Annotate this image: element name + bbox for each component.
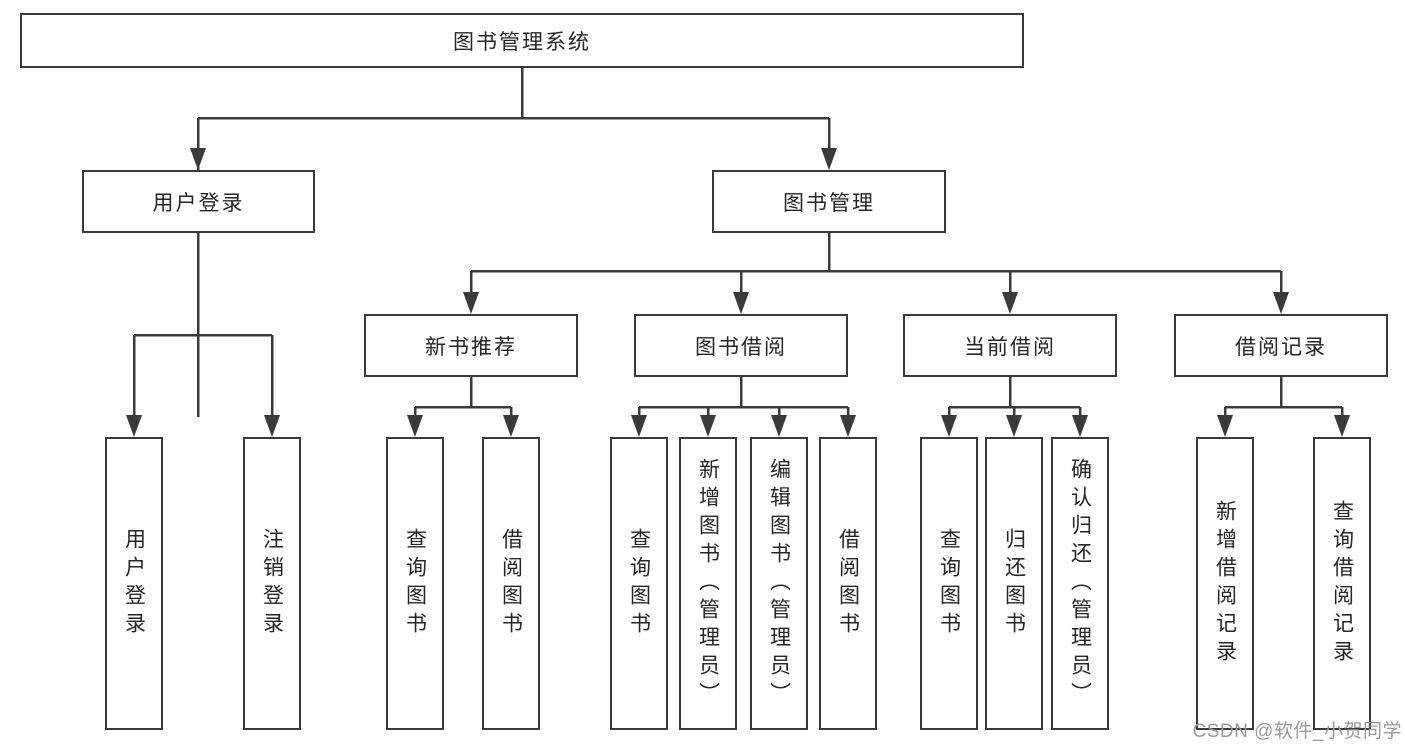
node-book-borrow-label: 图书借阅 (695, 335, 787, 359)
leaf-add-borrow-record: 新增借阅记录 (1196, 437, 1254, 730)
leaf-return-book: 归还图书 (985, 437, 1043, 730)
arrowhead (700, 415, 716, 437)
leaf-confirm-return-admin: 确认归还（管理员） (1051, 437, 1109, 730)
leaf-query-books-current: 查询图书 (920, 437, 978, 730)
arrowhead (126, 415, 142, 437)
arrowhead (1006, 415, 1022, 437)
node-book-mgmt: 图书管理 (712, 170, 946, 233)
connector-root-to-level2 (196, 68, 831, 417)
node-user-login-label: 用户登录 (152, 191, 245, 215)
arrowhead (771, 415, 787, 437)
leaf-return-book-label: 归还图书 (1002, 527, 1026, 640)
arrowhead (1002, 292, 1018, 314)
leaf-edit-book-admin-label: 编辑图书（管理员） (767, 457, 791, 710)
arrowhead (264, 415, 280, 437)
leaf-user-login: 用户登录 (105, 437, 163, 730)
arrowhead (631, 415, 647, 437)
arrowhead (1217, 415, 1233, 437)
node-current-borrow: 当前借阅 (903, 314, 1117, 377)
leaf-borrow-books-rec-label: 借阅图书 (499, 527, 523, 640)
arrowhead (463, 292, 479, 314)
csdn-watermark: CSDN @软件_小贺同学 (1192, 721, 1402, 742)
arrowhead (821, 148, 837, 170)
arrowhead (190, 148, 206, 170)
connector-book-borrow-group (637, 377, 850, 417)
arrowhead (840, 415, 856, 437)
node-borrow-records-label: 借阅记录 (1235, 335, 1327, 359)
arrowhead (733, 292, 749, 314)
leaf-query-borrow-record-label: 查询借阅记录 (1330, 499, 1354, 668)
node-user-login: 用户登录 (82, 170, 315, 233)
node-root-label: 图书管理系统 (453, 30, 591, 54)
arrowhead (1273, 292, 1289, 314)
leaf-add-book-admin-label: 新增图书（管理员） (696, 457, 720, 710)
arrowhead (503, 415, 519, 437)
node-current-borrow-label: 当前借阅 (964, 335, 1056, 359)
leaf-borrow-books-rec: 借阅图书 (482, 437, 540, 730)
arrowhead (1334, 415, 1350, 437)
leaf-user-login-label: 用户登录 (122, 527, 146, 640)
leaf-logout-label: 注销登录 (260, 527, 284, 640)
connector-current-borrow-group (947, 377, 1082, 417)
leaf-borrow-books: 借阅图书 (819, 437, 877, 730)
arrowhead (1072, 415, 1088, 437)
node-new-book-rec: 新书推荐 (364, 314, 578, 377)
connector-borrow-records-group (1223, 377, 1344, 417)
arrowhead (941, 415, 957, 437)
leaf-query-borrow-record: 查询借阅记录 (1313, 437, 1371, 730)
leaf-query-books-current-label: 查询图书 (937, 527, 961, 640)
connector-new-book-rec-group (413, 377, 513, 417)
node-book-mgmt-label: 图书管理 (783, 191, 875, 215)
connector-user-login-group (132, 233, 274, 417)
node-book-borrow: 图书借阅 (634, 314, 848, 377)
arrowhead (407, 415, 423, 437)
connector-book-mgmt-to-sections (469, 233, 1283, 294)
node-root: 图书管理系统 (20, 13, 1024, 68)
node-new-book-rec-label: 新书推荐 (425, 335, 517, 359)
leaf-logout: 注销登录 (243, 437, 301, 730)
leaf-add-book-admin: 新增图书（管理员） (679, 437, 737, 730)
leaf-add-borrow-record-label: 新增借阅记录 (1213, 499, 1237, 668)
leaf-edit-book-admin: 编辑图书（管理员） (750, 437, 808, 730)
leaf-query-books-borrow-label: 查询图书 (627, 527, 651, 640)
leaf-borrow-books-label: 借阅图书 (836, 527, 860, 640)
leaf-confirm-return-admin-label: 确认归还（管理员） (1068, 457, 1092, 710)
leaf-query-books-borrow: 查询图书 (610, 437, 668, 730)
leaf-query-books-rec-label: 查询图书 (403, 527, 427, 640)
leaf-query-books-rec: 查询图书 (386, 437, 444, 730)
node-borrow-records: 借阅记录 (1174, 314, 1388, 377)
